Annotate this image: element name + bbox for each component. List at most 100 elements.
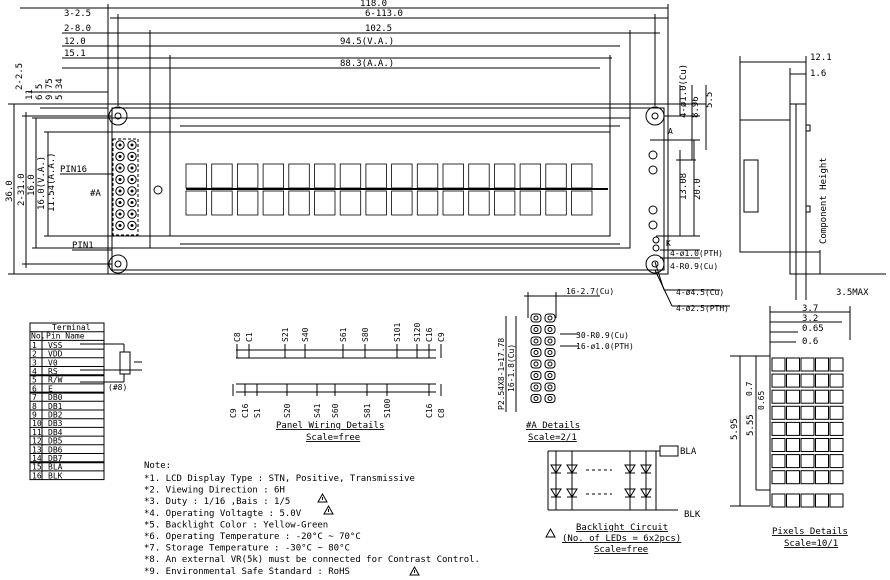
char-cell — [571, 190, 593, 216]
backlight-title: Backlight Circuit — [576, 523, 668, 533]
backlight-subtitle: (No. of LEDs = 6x2pcs) — [562, 534, 681, 544]
pixel-dot — [786, 405, 800, 420]
char-cell — [365, 190, 387, 216]
a-pad — [544, 382, 556, 392]
module-outline — [107, 103, 669, 275]
character-grid — [185, 163, 608, 216]
pixel-dot — [815, 454, 829, 469]
pixel-dot — [800, 421, 815, 436]
pixel-dot — [829, 357, 844, 372]
note-item: *9. Environmental Safe Standard : RoHS — [144, 567, 350, 577]
dim-2-2-5: 2-2.5 — [15, 63, 25, 90]
wiring-title: Panel Wiring Details — [276, 421, 384, 431]
pixels-title: Pixels Details — [772, 527, 848, 537]
cursor-dot — [800, 493, 815, 508]
char-cell — [391, 190, 413, 216]
a-pad — [530, 336, 542, 346]
pin-hole-center — [130, 178, 134, 181]
char-cell — [519, 163, 541, 189]
note-item: *2. Viewing Direction : 6H — [144, 486, 285, 496]
pixel-dot — [829, 421, 844, 436]
vr-note: (#8) — [108, 383, 127, 392]
pixels-scale: Scale=10/1 — [784, 539, 838, 549]
pin16-label: PIN16 — [60, 165, 87, 175]
wiring-top-label: S61 — [339, 327, 348, 342]
terminal-row-name: VDD — [48, 350, 63, 359]
pixel-dot — [800, 470, 815, 485]
a-pad — [530, 382, 542, 392]
wiring-bottom-label: C16 — [241, 403, 250, 418]
a-pad — [530, 313, 542, 323]
char-cell — [236, 190, 259, 216]
pin-hole — [115, 186, 125, 196]
pixel-dot — [829, 454, 844, 469]
pin-hole-center — [130, 155, 134, 158]
pin-region — [112, 138, 139, 236]
char-cell — [262, 163, 285, 189]
pin-hole — [115, 174, 125, 185]
dim-8-96: 8.96 — [691, 96, 701, 118]
a-pad — [544, 336, 556, 346]
pixel-dot — [786, 421, 800, 436]
pixel-dot — [800, 373, 815, 388]
wiring-top-label: S101 — [393, 323, 402, 342]
terminal-row-name: E — [48, 384, 53, 393]
char-cell — [416, 163, 439, 189]
pin-hole-center — [130, 201, 134, 204]
terminal-row-no: 9 — [32, 411, 37, 420]
a-pad — [544, 325, 556, 334]
dim-13-08: 13.08 — [679, 173, 689, 200]
note-item: *5. Backlight Color : Yellow-Green — [144, 520, 328, 530]
a-pad — [530, 325, 542, 334]
pin-hole-center — [118, 201, 122, 204]
a-dim-18cu: 16-1.8(Cu) — [507, 344, 516, 392]
pixel-dot — [815, 373, 829, 388]
notes-heading: Note: — [144, 461, 171, 471]
terminal-row-no: 2 — [32, 350, 37, 359]
pixel-dot — [829, 438, 844, 452]
a-dim-r09: 30-R0.9(Cu) — [576, 331, 629, 340]
px-dim-5-55: 5.55 — [746, 414, 756, 436]
a-pad-hole — [533, 361, 539, 367]
pin-hole-center — [118, 224, 122, 227]
pin-hole — [115, 220, 125, 231]
char-cell — [339, 163, 362, 189]
pixel-dot — [771, 454, 786, 469]
dim-12: 12.0 — [64, 37, 86, 47]
left-dimensions — [8, 91, 170, 275]
a-pad — [544, 313, 556, 323]
terminal-row-no: 12 — [32, 437, 42, 446]
pixel-dot — [786, 454, 800, 469]
char-cell — [211, 190, 233, 216]
wiring-top-label: S120 — [413, 323, 422, 342]
pixel-dot — [815, 421, 829, 436]
terminal-row-no: 6 — [32, 384, 37, 393]
char-cell — [262, 190, 285, 216]
blk-label: BLK — [684, 510, 701, 520]
terminal-row-name: DB5 — [48, 437, 63, 446]
char-cell — [416, 190, 439, 216]
a-pad — [544, 394, 556, 403]
cursor-dot — [771, 493, 786, 508]
pin-hole — [127, 163, 137, 173]
a-pad-hole — [533, 384, 539, 390]
detail-a-label: #A — [90, 189, 101, 199]
wiring-top-label: S21 — [281, 327, 290, 342]
pixel-dot — [815, 357, 829, 372]
char-cell — [288, 163, 310, 189]
a-pad — [544, 348, 556, 357]
pin-hole-center — [118, 155, 122, 158]
terminal-row-no: 5 — [32, 376, 37, 385]
pixel-dot — [829, 389, 844, 404]
dim-16: 16.0 — [27, 174, 37, 196]
terminal-row-no: 1 — [32, 341, 37, 350]
char-cell — [365, 163, 387, 189]
anode-label: A — [668, 127, 673, 136]
terminal-row-name: V0 — [48, 358, 58, 367]
terminal-header: Terminal — [52, 323, 91, 332]
a-pad-hole — [533, 373, 539, 378]
terminal-row-no: 11 — [32, 428, 42, 437]
wiring-bottom-label: S20 — [283, 403, 292, 418]
char-cell — [442, 190, 464, 216]
